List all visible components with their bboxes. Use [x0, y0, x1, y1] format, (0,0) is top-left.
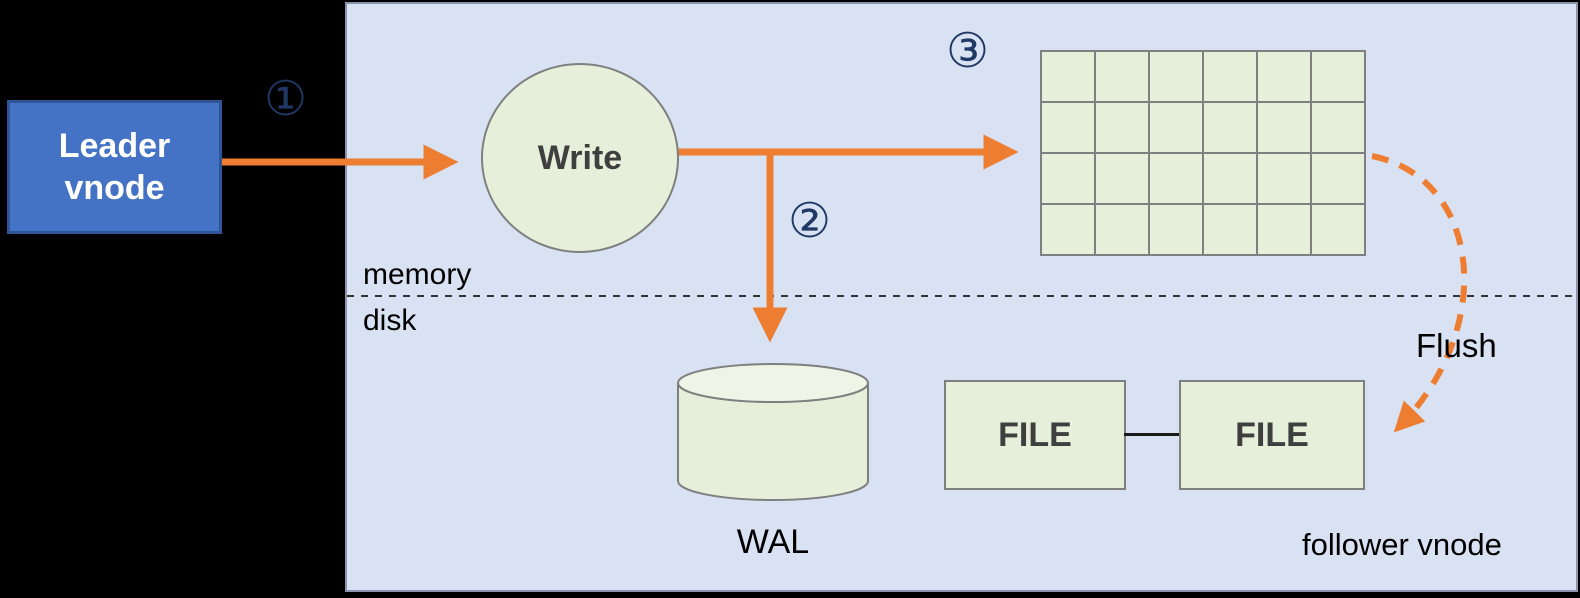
- follower-vnode-label: follower vnode: [1302, 527, 1502, 562]
- step1-number: ①: [264, 73, 308, 126]
- disk-label: disk: [363, 304, 417, 337]
- step3-number: ③: [946, 25, 990, 78]
- grid-cell: [1150, 52, 1202, 101]
- grid-cell: [1096, 103, 1148, 152]
- grid-cell: [1312, 103, 1364, 152]
- grid-cell: [1312, 205, 1364, 254]
- grid-cell: [1312, 154, 1364, 203]
- step2-number: ②: [788, 195, 832, 248]
- grid-cell: [1150, 154, 1202, 203]
- file2-label: FILE: [1235, 415, 1309, 454]
- grid-cell: [1096, 154, 1148, 203]
- grid-cell: [1258, 103, 1310, 152]
- grid-cell: [1042, 205, 1094, 254]
- grid-cell: [1204, 154, 1256, 203]
- grid-cell: [1042, 103, 1094, 152]
- wal-cylinder: [677, 363, 869, 501]
- leader-vnode-label-line1: Leader: [58, 126, 171, 165]
- grid-cell: [1096, 52, 1148, 101]
- grid-cell: [1150, 205, 1202, 254]
- file-box-2: FILE: [1179, 380, 1365, 490]
- grid-cell: [1204, 205, 1256, 254]
- mem-table-grid: [1040, 50, 1366, 256]
- grid-cell: [1042, 52, 1094, 101]
- grid-cell: [1312, 52, 1364, 101]
- wal-cylinder-top: [677, 363, 869, 403]
- memory-label: memory: [363, 258, 472, 291]
- file1-label: FILE: [998, 415, 1072, 454]
- flush-label: Flush: [1416, 327, 1497, 364]
- grid-cell: [1042, 154, 1094, 203]
- grid-cell: [1204, 52, 1256, 101]
- grid-cell: [1204, 103, 1256, 152]
- leader-vnode-label-line2: vnode: [64, 169, 165, 207]
- grid-cell: [1258, 154, 1310, 203]
- write-label: Write: [537, 138, 623, 177]
- wal-label: WAL: [736, 523, 810, 561]
- grid-cell: [1150, 103, 1202, 152]
- grid-cell: [1258, 205, 1310, 254]
- grid-cell: [1096, 205, 1148, 254]
- write-node: Write: [481, 63, 679, 253]
- file-connector: [1124, 433, 1179, 436]
- leader-vnode-box: Leader vnode: [7, 100, 222, 234]
- grid-cell: [1258, 52, 1310, 101]
- file-box-1: FILE: [944, 380, 1126, 490]
